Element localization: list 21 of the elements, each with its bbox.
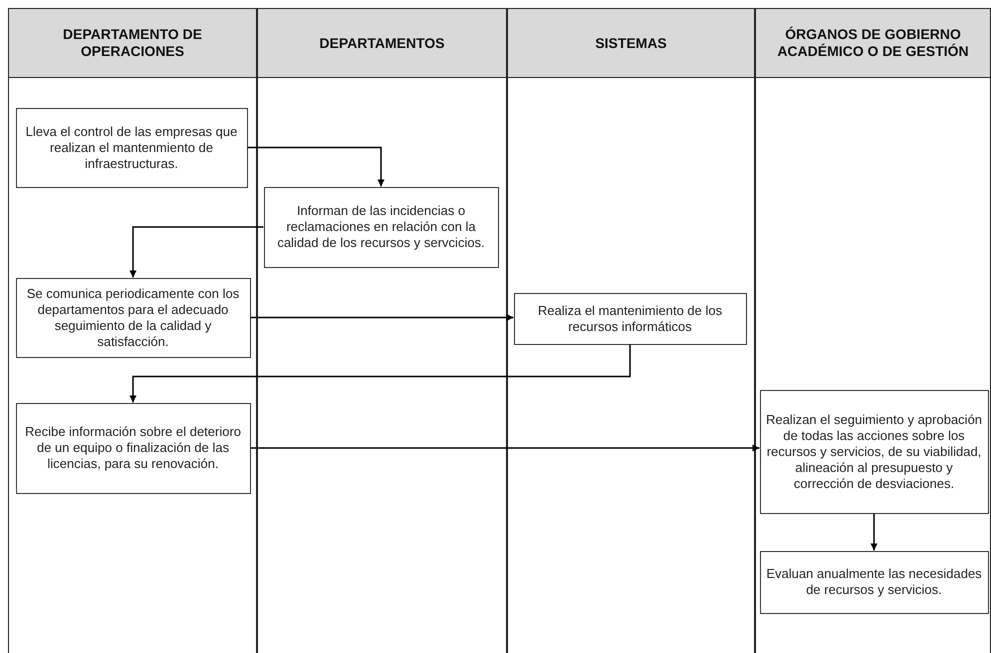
process-box: Informan de las incidencias o reclamaciones en relación con la calidad de los recursos y servcicios. [264,186,498,268]
arrow [248,146,384,186]
swimlane [8,8,257,653]
arrow [130,344,631,402]
arrow [250,444,760,452]
process-box: Lleva el control de las empresas que realizan el mantenmiento de infraestructuras. [16,108,248,188]
swimlane [507,8,755,653]
lane-header: DEPARTAMENTO DE OPERACIONES [9,9,256,78]
process-box: Realizan el seguimiento y aprobación de todas las acciones sobre los recursos y servicios, de su viabilidad, alineación al presupuesto y corrección de desviaciones. [760,390,988,514]
process-box: Realiza el mantenimiento de los recursos informáticos [514,292,746,344]
arrow [250,314,514,321]
arrow [130,226,264,278]
process-box: Recibe información sobre el deterioro de un equipo o finalización de las licencias, para su renovación. [16,402,250,494]
swimlane [755,8,991,653]
lane-header: ÓRGANOS DE GOBIERNO ACADÉMICO O DE GESTIÓN [756,9,990,78]
arrow [870,514,878,550]
process-box: Evaluan anualmente las necesidades de recursos y servicios. [760,550,988,614]
lane-header: SISTEMAS [508,9,754,78]
lane-header: DEPARTAMENTOS [258,9,506,78]
process-box: Se comunica periodicamente con los departamentos para el adecuado seguimiento de la calidad y satisfacción. [16,278,250,358]
swimlane [257,8,507,653]
